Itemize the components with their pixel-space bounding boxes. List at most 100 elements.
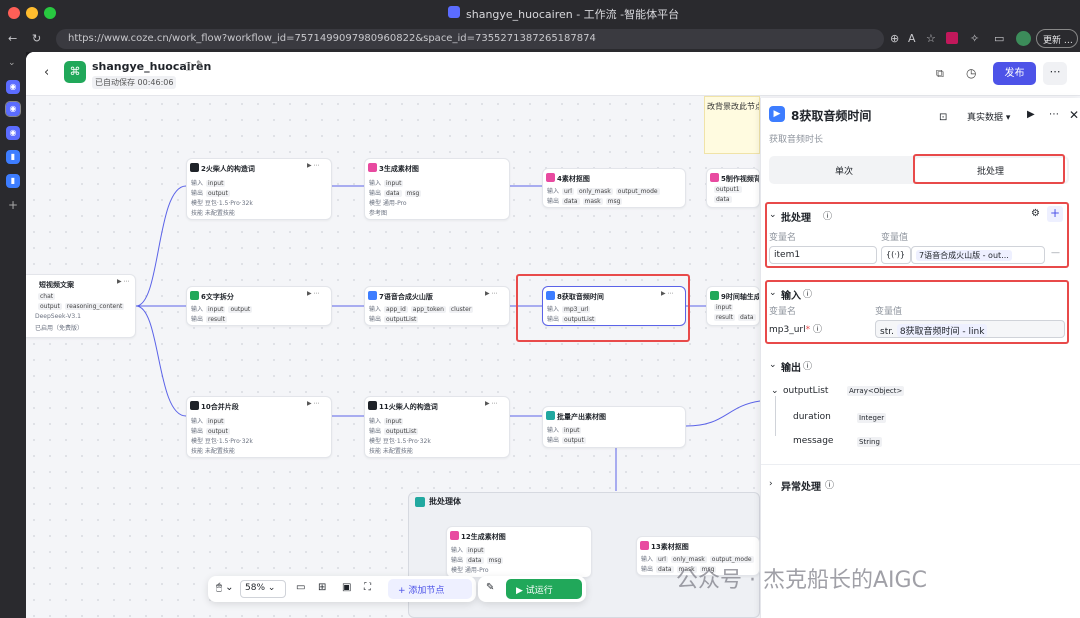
- node-run-icon[interactable]: ▶ ⋯: [661, 290, 674, 297]
- node-title: 13素材抠图: [651, 543, 689, 551]
- fit-view-icon[interactable]: ⛶: [364, 582, 371, 593]
- publish-button[interactable]: 发布: [993, 62, 1036, 85]
- info-icon[interactable]: ⓘ: [803, 290, 813, 300]
- batch-ref-value[interactable]: 7语音合成火山版 - out...: [911, 246, 1045, 264]
- sidebar-tab-icon[interactable]: ◉: [6, 126, 20, 140]
- env-dropdown[interactable]: 真实数据 ▾: [967, 113, 1011, 123]
- zoom-icon[interactable]: ⊕: [890, 32, 900, 45]
- chevron-down-icon[interactable]: ⌄: [769, 360, 777, 370]
- edit-icon[interactable]: ✎: [196, 60, 204, 70]
- workflow-app: ‹ ⌘ shangye_huocairen ⓘ ✎ 已自动保存 00:46:06…: [26, 52, 1080, 618]
- minimize-window-button[interactable]: [26, 7, 38, 19]
- more-icon[interactable]: ⋯: [1049, 109, 1059, 120]
- maximize-window-button[interactable]: [44, 7, 56, 19]
- batch-var-name-input[interactable]: item1: [769, 246, 877, 264]
- chevron-down-icon[interactable]: ⌄: [771, 386, 779, 396]
- split-screen-icon[interactable]: ▭: [994, 32, 1005, 45]
- chevron-right-icon[interactable]: ›: [769, 479, 773, 489]
- note-sticky[interactable]: 改背景改此节点: [704, 96, 760, 154]
- comment-icon[interactable]: ▭: [296, 582, 306, 593]
- zoom-select[interactable]: 58% ⌄: [240, 580, 286, 598]
- info-icon[interactable]: ⓘ: [803, 362, 813, 372]
- chevron-down-icon[interactable]: ⌄: [8, 58, 16, 68]
- remove-row-icon[interactable]: —: [1051, 248, 1060, 258]
- puzzle-extensions-icon[interactable]: ✧: [970, 32, 980, 45]
- sidebar-tab-icon[interactable]: ◉: [6, 80, 20, 94]
- mouse-mode-icon[interactable]: 🖱 ⌄: [216, 582, 234, 593]
- extension-icon[interactable]: [946, 32, 958, 44]
- node-run-icon[interactable]: ▶ ⋯: [307, 290, 320, 297]
- reload-icon[interactable]: ↻: [32, 32, 42, 45]
- chevron-down-icon[interactable]: ⌄: [769, 288, 777, 298]
- node-row: 模型 通用-Pro: [369, 200, 407, 207]
- node-run-icon[interactable]: ▶ ⋯: [117, 278, 130, 285]
- node-row: 模型 豆包·1.5·Pro·32k: [191, 438, 253, 445]
- sidebar-tab-icon-active[interactable]: ◉: [5, 101, 21, 117]
- more-menu-button[interactable]: ⋯: [1043, 62, 1067, 85]
- update-button[interactable]: 更新 …: [1036, 29, 1078, 48]
- read-aloud-icon[interactable]: A: [908, 32, 916, 45]
- node-5[interactable]: 5制作视频背 output1 data: [706, 168, 760, 208]
- node-title: 6文字拆分: [201, 293, 234, 301]
- node-run-icon[interactable]: ▶ ⋯: [307, 400, 320, 407]
- plugin-store-icon[interactable]: ⊡: [939, 112, 948, 123]
- panel-node-description: 获取音频时长: [769, 135, 824, 145]
- audio-icon: ▶: [769, 106, 785, 122]
- grid-layout-icon[interactable]: ⊞: [318, 582, 327, 593]
- close-icon[interactable]: ✕: [1069, 108, 1080, 122]
- run-node-icon[interactable]: ▶: [1027, 109, 1035, 120]
- add-node-button[interactable]: + 添加节点: [388, 579, 472, 599]
- gear-icon[interactable]: ⚙: [1031, 208, 1040, 219]
- info-icon[interactable]: ⓘ: [184, 63, 194, 73]
- info-icon[interactable]: ⓘ: [825, 481, 835, 491]
- input-var-name: mp3_url* ⓘ: [769, 325, 822, 335]
- add-batch-variable-button[interactable]: +: [1047, 206, 1063, 222]
- node-run-icon[interactable]: ▶ ⋯: [307, 162, 320, 169]
- tab-single[interactable]: 单次: [835, 167, 854, 177]
- window-title: shangye_huocairen - 工作流 -智能体平台: [466, 8, 680, 21]
- favorite-star-icon[interactable]: ☆: [926, 32, 936, 45]
- batch-icon: [546, 411, 555, 420]
- highlight-box-batch-tab: [913, 154, 1065, 184]
- chart-tab-icon[interactable]: ▮: [6, 174, 20, 188]
- minimap-icon[interactable]: ▣: [342, 582, 352, 593]
- add-tab-icon[interactable]: +: [8, 198, 19, 212]
- back-icon[interactable]: ‹: [44, 65, 50, 80]
- info-icon[interactable]: ⓘ: [823, 212, 833, 222]
- close-window-button[interactable]: [8, 7, 20, 19]
- output-section-title: 输出: [781, 363, 801, 374]
- node-title: 10合并片段: [201, 403, 239, 411]
- copy-icon[interactable]: ⧉: [936, 67, 944, 80]
- image-icon: [368, 163, 377, 172]
- history-icon[interactable]: ◷: [966, 66, 977, 80]
- llm-icon: [190, 401, 199, 410]
- node-run-icon[interactable]: ▶ ⋯: [485, 400, 498, 407]
- address-bar[interactable]: https://www.coze.cn/work_flow?workflow_i…: [56, 29, 884, 49]
- chevron-down-icon[interactable]: ⌄: [769, 210, 777, 220]
- back-arrow-icon[interactable]: ←: [8, 32, 18, 45]
- profile-avatar[interactable]: [1016, 31, 1031, 46]
- tab-batch[interactable]: 批处理: [977, 167, 1005, 177]
- batch-type-select[interactable]: {(·)}: [881, 246, 911, 264]
- node-run-icon[interactable]: ▶ ⋯: [485, 290, 498, 297]
- input-value-field[interactable]: str. 8获取音频时间 - link: [875, 320, 1065, 338]
- tab-batch-active[interactable]: [915, 158, 1067, 182]
- debug-icon[interactable]: ✎: [486, 582, 495, 593]
- chart-tab-icon[interactable]: ▮: [6, 150, 20, 164]
- test-run-button[interactable]: ▶ 试运行: [506, 579, 582, 599]
